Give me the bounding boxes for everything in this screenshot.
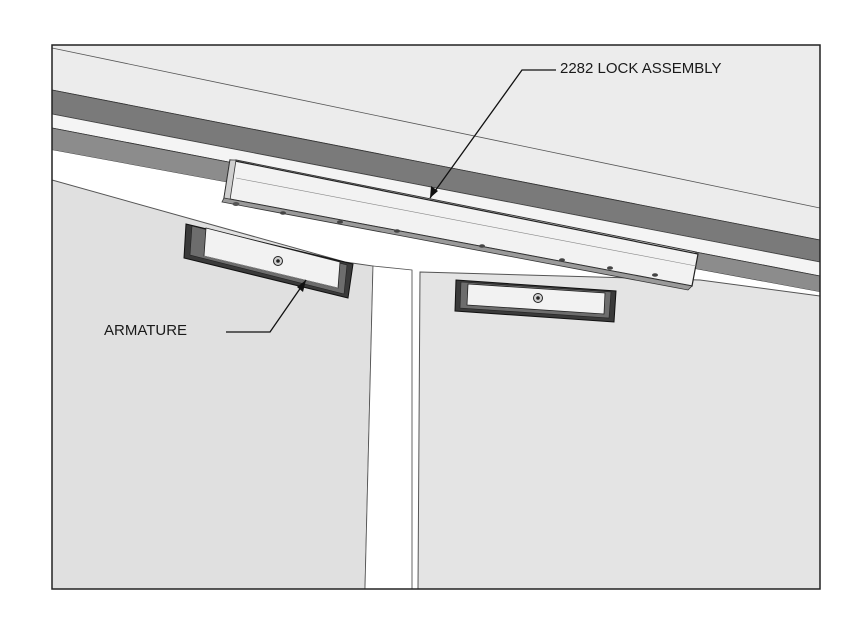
lock-screw-hole — [337, 220, 343, 224]
lock-screw-hole — [394, 229, 400, 233]
ceiling-edge-line — [52, 47, 820, 209]
lock-screw-hole — [652, 273, 658, 277]
right-door-panel — [417, 271, 820, 589]
lock-screw-hole — [559, 258, 565, 262]
lock-screw-hole — [479, 244, 485, 248]
armature-arrowhead — [297, 280, 306, 292]
lock-assembly-arrowhead — [430, 186, 438, 198]
ceiling — [52, 45, 820, 241]
right-armature-bolt-center — [536, 296, 540, 300]
lock-screw-hole — [280, 211, 286, 215]
right-armature — [454, 279, 617, 323]
armature-label: ARMATURE — [104, 322, 188, 339]
left-armature — [183, 223, 354, 299]
left-armature-bolt-center — [276, 259, 280, 263]
lock-assembly-label: 2282 LOCK ASSEMBLY — [560, 60, 722, 77]
center-mullion — [364, 265, 413, 589]
frame-border — [51, 44, 821, 590]
lock-screw-hole — [607, 266, 613, 270]
lock-assembly — [221, 159, 699, 291]
left-armature-edge — [203, 255, 339, 289]
armature-leader — [226, 279, 307, 333]
header-front-face — [52, 113, 820, 277]
lock-assembly-leader — [429, 69, 556, 199]
lock-screw-hole — [232, 202, 240, 206]
lock-top-edge — [235, 177, 697, 267]
header-top-face — [52, 89, 820, 263]
